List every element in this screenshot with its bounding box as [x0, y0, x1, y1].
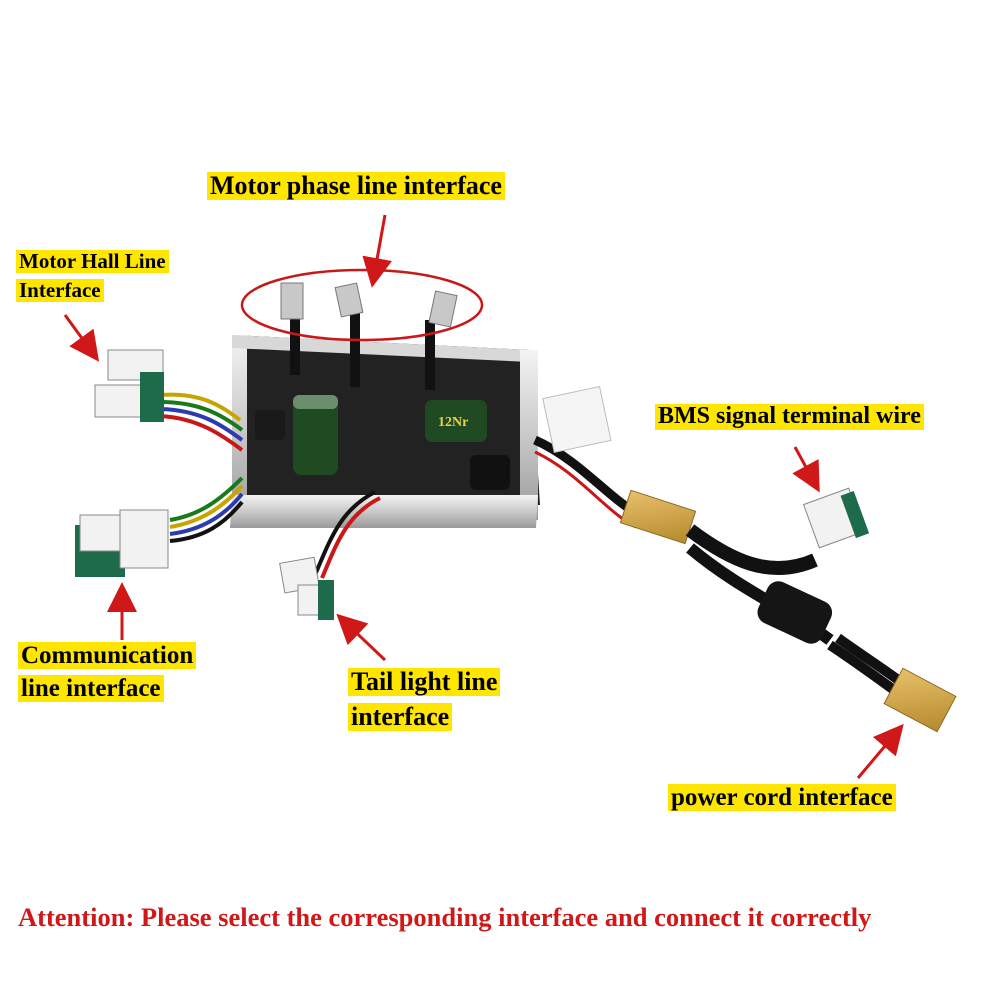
communication-connectors — [75, 476, 244, 577]
communication-label-line1: Communication — [18, 642, 197, 669]
bms-signal-label: BMS signal terminal wire — [655, 403, 924, 430]
arrow-motor-phase — [362, 214, 392, 288]
motor-phase-label: Motor phase line interface — [207, 171, 505, 201]
attention-notice: Attention: Please select the correspondi… — [18, 902, 872, 932]
pointer-arrows — [63, 214, 904, 779]
power-cord-label: power cord interface — [668, 784, 896, 811]
tail-light-label-line2: interface — [348, 702, 453, 732]
arrow-hall — [63, 314, 100, 362]
arrow-bms — [792, 446, 820, 493]
arrow-tail-light — [336, 613, 387, 662]
capacitor — [293, 395, 338, 475]
communication-label-line2: line interface — [18, 675, 164, 702]
motor-hall-label-line1: Motor Hall Line — [16, 250, 169, 273]
highlight-ellipse — [240, 268, 484, 342]
controller-body: 12Nr — [230, 335, 540, 528]
tail-light-connector — [279, 490, 381, 620]
arrow-power-cord — [856, 723, 904, 779]
power-harness — [533, 385, 957, 733]
motor-hall-label-line2: Interface — [16, 279, 104, 302]
capacitor — [425, 400, 487, 442]
tail-light-label-line1: Tail light line — [348, 667, 501, 697]
capacitor-marking: 12Nr — [438, 415, 468, 430]
motor-phase-terminals — [280, 282, 458, 390]
hall-line-connectors — [94, 349, 244, 452]
